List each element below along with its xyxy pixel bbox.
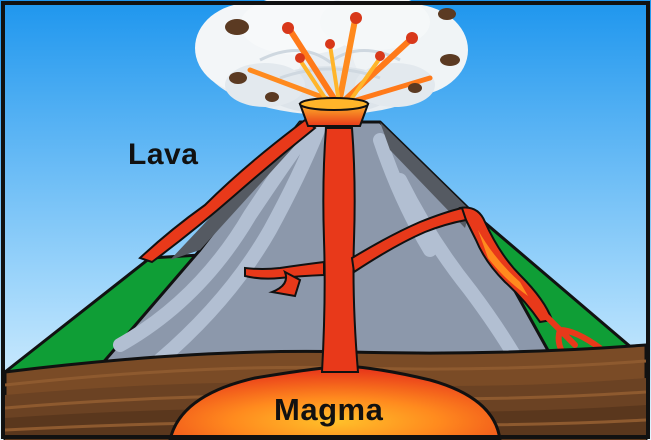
lava-label: Lava [128, 138, 198, 172]
main-vent [322, 128, 358, 372]
magma-label: Magma [274, 392, 383, 428]
crater-rim [300, 98, 368, 110]
